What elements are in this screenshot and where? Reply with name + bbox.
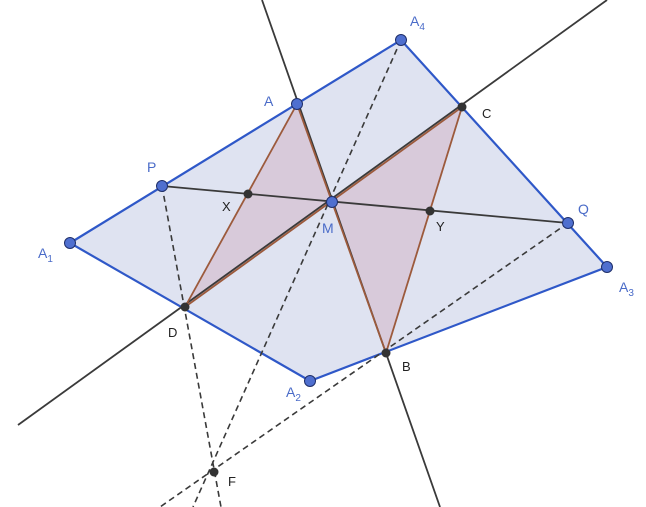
- label-p: P: [147, 159, 156, 175]
- point-a1: [64, 237, 76, 249]
- label-f: F: [228, 474, 236, 489]
- label-c: C: [482, 106, 491, 121]
- point-b: [381, 348, 391, 358]
- triangle-a-d-m: [185, 104, 332, 307]
- point-d: [180, 302, 190, 312]
- point-a2: [304, 375, 316, 387]
- point-a3: [601, 261, 613, 273]
- point-q: [562, 217, 574, 229]
- label-m: M: [322, 220, 334, 236]
- label-a4: A4: [410, 13, 425, 33]
- label-y: Y: [436, 219, 445, 234]
- point-a4: [395, 34, 407, 46]
- point-m: [326, 196, 338, 208]
- edge-c-b: [385, 106, 463, 354]
- edge-a-d: [184, 103, 298, 308]
- line-p-q: [161, 185, 569, 224]
- point-f: [209, 467, 219, 477]
- point-x: [243, 189, 253, 199]
- label-a3: A3: [619, 279, 634, 299]
- point-p: [156, 180, 168, 192]
- label-x: X: [222, 199, 231, 214]
- dashed-line-p-f: [161, 185, 222, 507]
- edge-a-b: [296, 103, 387, 354]
- label-a1: A1: [38, 245, 53, 265]
- dashed-line-a4-f: [192, 39, 402, 507]
- dashed-line-q-f: [159, 222, 569, 507]
- point-c: [457, 102, 467, 112]
- point-a: [291, 98, 303, 110]
- point-y: [425, 206, 435, 216]
- label-q: Q: [578, 201, 589, 217]
- label-a: A: [264, 93, 274, 109]
- label-d: D: [168, 325, 177, 340]
- edge-d-c: [184, 106, 463, 308]
- label-b: B: [402, 359, 411, 374]
- label-a2: A2: [286, 384, 301, 404]
- line-d-c: [17, 0, 608, 426]
